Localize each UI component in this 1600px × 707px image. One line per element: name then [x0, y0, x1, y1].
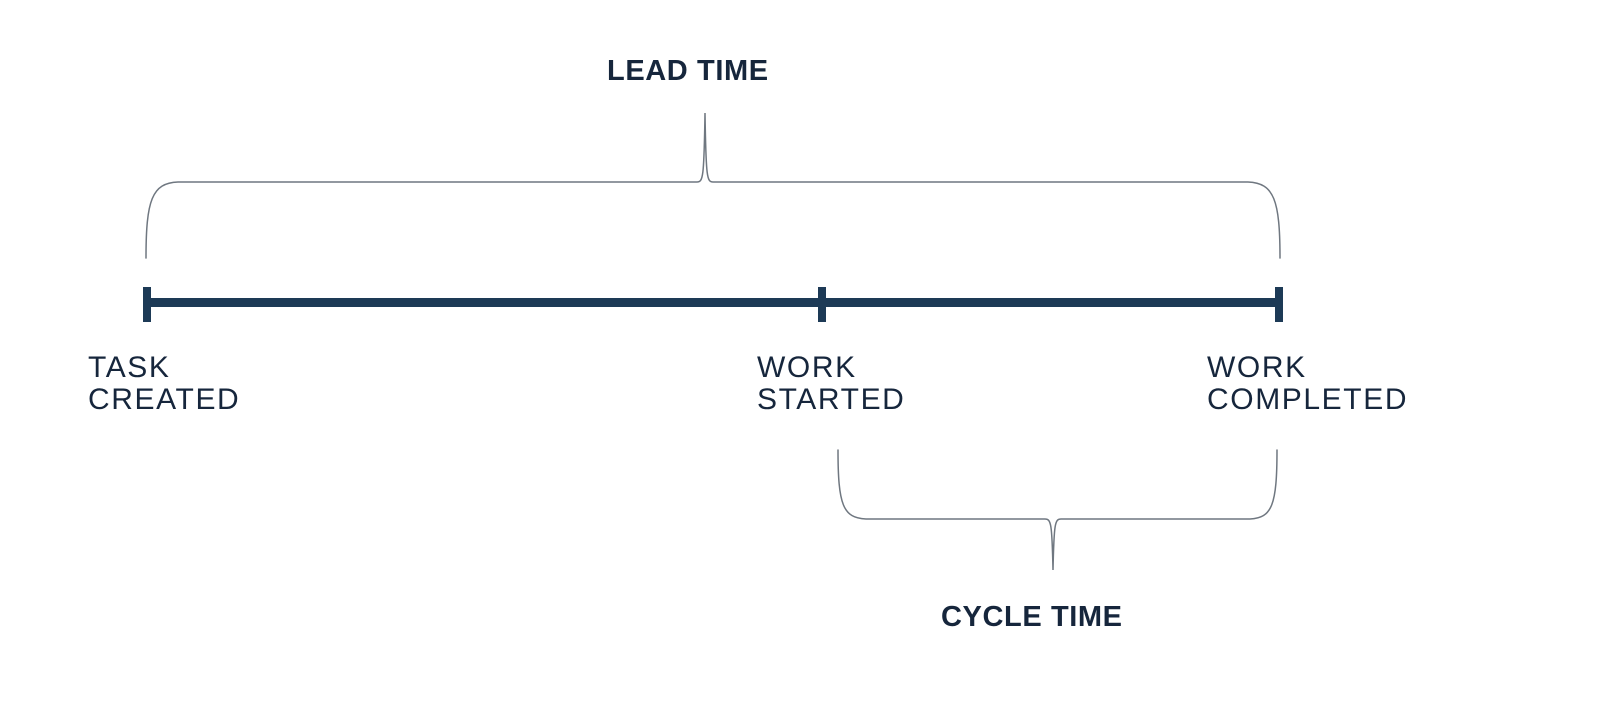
milestone-task-created-line1: TASK	[88, 351, 171, 384]
lead-time-title: LEAD TIME	[607, 55, 769, 87]
cycle-time-title: CYCLE TIME	[941, 601, 1123, 633]
milestone-task-created-line2: CREATED	[88, 383, 241, 417]
cycle-time-brace-path	[837, 449, 1278, 571]
milestone-work-completed: WORK COMPLETED	[1207, 351, 1409, 417]
tick-work-started	[818, 287, 826, 322]
lead-time-brace-path	[145, 112, 1281, 259]
milestone-task-created: TASK CREATED	[88, 351, 241, 417]
milestone-work-started-line2: STARTED	[757, 383, 906, 417]
milestone-work-started-line1: WORK	[757, 351, 857, 384]
milestone-work-completed-line2: COMPLETED	[1207, 383, 1409, 417]
milestone-work-started: WORK STARTED	[757, 351, 906, 417]
timeline-axis	[143, 287, 1283, 322]
tick-work-completed	[1275, 287, 1283, 322]
milestone-work-completed-line1: WORK	[1207, 351, 1307, 384]
tick-task-created	[143, 287, 151, 322]
lead-time-brace	[145, 112, 1281, 259]
timeline-bar	[145, 298, 1283, 307]
cycle-time-brace	[837, 449, 1278, 571]
